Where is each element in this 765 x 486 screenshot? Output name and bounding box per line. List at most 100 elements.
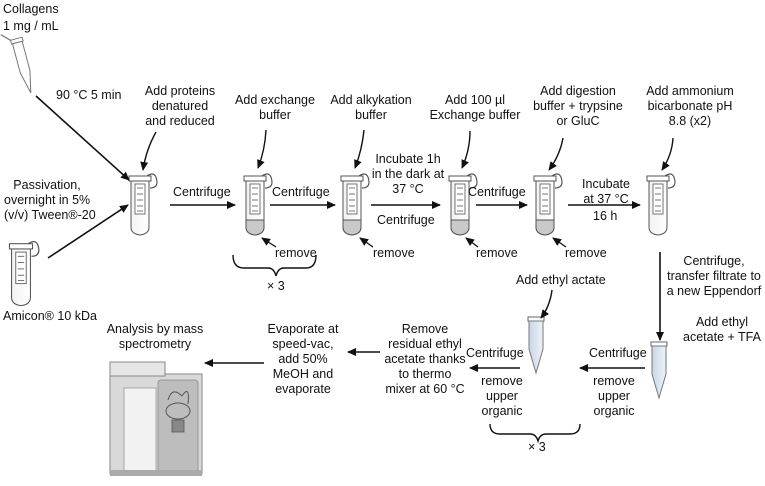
passivation-arrow — [47, 204, 129, 259]
add-100-label: Add 100 µl Exchange buffer — [425, 93, 525, 123]
analysis-line-2: spectrometry — [118, 337, 192, 351]
remove-upper-2: remove upper organic — [476, 374, 528, 419]
add-100-line-2: Exchange buffer — [429, 108, 521, 122]
remove-label-1: remove — [275, 246, 317, 260]
pointer-6 — [661, 137, 674, 171]
add-digestion-label: Add digestion buffer + trypsine or GluC — [528, 84, 628, 129]
remove-arrow-5 — [552, 237, 567, 248]
passivation-label: Passivation, overnight in 5% (v/v) Tween… — [4, 178, 96, 223]
remove-label-2: remove — [373, 246, 415, 260]
times3-bracket-bottom — [489, 423, 581, 444]
remove-upper-2-line-1: remove — [481, 374, 523, 388]
tube-2-icon — [244, 174, 272, 235]
remove-residual-line-4: to thermo — [398, 367, 452, 381]
add-proteins-line-1: Add proteins — [144, 84, 216, 98]
pointer-2 — [257, 129, 267, 169]
collagens-label: Collagens — [3, 2, 59, 16]
remove-upper-1-line-2: upper — [598, 389, 630, 403]
remove-upper-1-line-3: organic — [593, 404, 635, 418]
incubate-37-line-1: Incubate — [582, 177, 630, 191]
tube-1-icon — [128, 173, 158, 236]
passivation-line-1: Passivation, — [13, 178, 81, 192]
pointer-1 — [140, 131, 157, 171]
incubate-dark-line-2: in the dark at — [371, 167, 445, 181]
incubate-dark-label: Incubate 1h in the dark at 37 °C — [370, 152, 446, 197]
centrifuge-label-b2: Centrifuge — [466, 346, 524, 360]
pointer-ethyl-actate — [540, 289, 553, 319]
add-exchange-line-2: buffer — [259, 108, 291, 122]
transfer-label: Centrifuge, transfer filtrate to a new E… — [663, 254, 765, 299]
add-digestion-line-3: or GluC — [556, 114, 600, 128]
add-ethyl-tfa-label: Add ethyl acetate + TFA — [680, 315, 764, 345]
remove-arrow-3 — [359, 237, 374, 248]
transfer-line-1: Centrifuge, — [683, 254, 745, 268]
add-alkylation-label: Add alkykation buffer — [330, 93, 412, 123]
times3-label-bottom: × 3 — [528, 440, 546, 454]
evaporate-line-4: MeOH and — [272, 367, 334, 381]
add-ammonium-line-2: bicarbonate pH — [647, 99, 733, 113]
add-proteins-line-2: denatured — [151, 99, 209, 113]
remove-upper-1-line-1: remove — [593, 374, 635, 388]
pointer-4 — [461, 130, 471, 169]
add-proteins-label: Add proteins denatured and reduced — [135, 84, 225, 129]
tube-6-icon — [646, 173, 676, 236]
pointer-7 — [545, 318, 548, 340]
remove-residual-label: Remove residual ethyl acetate thanks to … — [382, 322, 468, 397]
evaporate-line-3: add 50% — [278, 352, 328, 366]
collagen-tube-icon — [0, 34, 32, 94]
remove-label-3: remove — [476, 246, 518, 260]
add-exchange-line-1: Add exchange — [235, 93, 315, 107]
remove-residual-line-5: mixer at 60 °C — [385, 382, 465, 396]
heat-arrow — [35, 95, 130, 181]
hours-label: 16 h — [593, 209, 618, 223]
eppendorf-tube-2-icon — [650, 341, 668, 399]
add-digestion-line-2: buffer + trypsine — [533, 99, 623, 113]
add-ethyl-acetate-label: Add ethyl actate — [516, 273, 606, 287]
mass-spectrometer-icon — [109, 361, 203, 476]
add-proteins-line-3: and reduced — [145, 114, 215, 128]
concentration-label: 1 mg / mL — [3, 19, 59, 33]
centrifuge-label-4: Centrifuge — [468, 185, 526, 199]
amicon-filter-icon — [8, 240, 40, 307]
evaporate-label: Evaporate at speed-vac, add 50% MeOH and… — [264, 322, 342, 397]
centrifuge-label-b1: Centrifuge — [589, 346, 647, 360]
remove-residual-line-3: acetate thanks — [384, 352, 466, 366]
transfer-line-2: transfer filtrate to — [667, 269, 761, 283]
heat-step-label: 90 °C 5 min — [56, 88, 122, 102]
times3-bracket-top — [232, 254, 317, 277]
remove-residual-line-2: residual ethyl — [388, 337, 462, 351]
analysis-label: Analysis by mass spectrometry — [100, 322, 210, 352]
analysis-line-1: Analysis by mass — [106, 322, 204, 336]
centrifuge-label-1: Centrifuge — [173, 185, 231, 199]
evaporate-line-1: Evaporate at — [267, 322, 339, 336]
remove-upper-1: remove upper organic — [588, 374, 640, 419]
remove-label-4: remove — [565, 246, 607, 260]
times3-label-top: × 3 — [267, 279, 285, 293]
incubate-37-line-2: at 37 °C — [583, 192, 629, 206]
add-100-line-1: Add 100 µl — [444, 93, 506, 107]
tube-3-icon — [341, 174, 369, 235]
centrifuge-label-3: Centrifuge — [377, 213, 435, 227]
incubate-dark-line-3: 37 °C — [392, 182, 424, 196]
evaporate-line-5: evaporate — [275, 382, 331, 396]
incubate-dark-line-1: Incubate 1h — [375, 152, 441, 166]
transfer-line-3: a new Eppendorf — [666, 284, 762, 298]
remove-arrow-2 — [261, 237, 277, 248]
passivation-line-2: overnight in 5% — [4, 193, 91, 207]
add-ethyl-tfa-line-1: Add ethyl — [695, 315, 749, 329]
add-ammonium-label: Add ammonium bicarbonate pH 8.8 (x2) — [640, 84, 740, 129]
incubate-37-label: Incubate at 37 °C — [578, 177, 634, 207]
evaporate-line-2: speed-vac, — [272, 337, 334, 351]
eppendorf-tube-1-icon — [527, 316, 545, 374]
remove-residual-line-1: Remove — [401, 322, 449, 336]
remove-arrow-4 — [465, 237, 479, 248]
add-ethyl-tfa-line-2: acetate + TFA — [683, 330, 761, 344]
remove-upper-2-line-3: organic — [481, 404, 523, 418]
pointer-5 — [548, 137, 564, 171]
passivation-line-3: (v/v) Tween®-20 — [4, 208, 96, 222]
add-exchange-label: Add exchange buffer — [235, 93, 315, 123]
tube-4-icon — [449, 174, 477, 235]
pointer-3 — [354, 129, 365, 169]
add-digestion-line-1: Add digestion — [540, 84, 616, 98]
